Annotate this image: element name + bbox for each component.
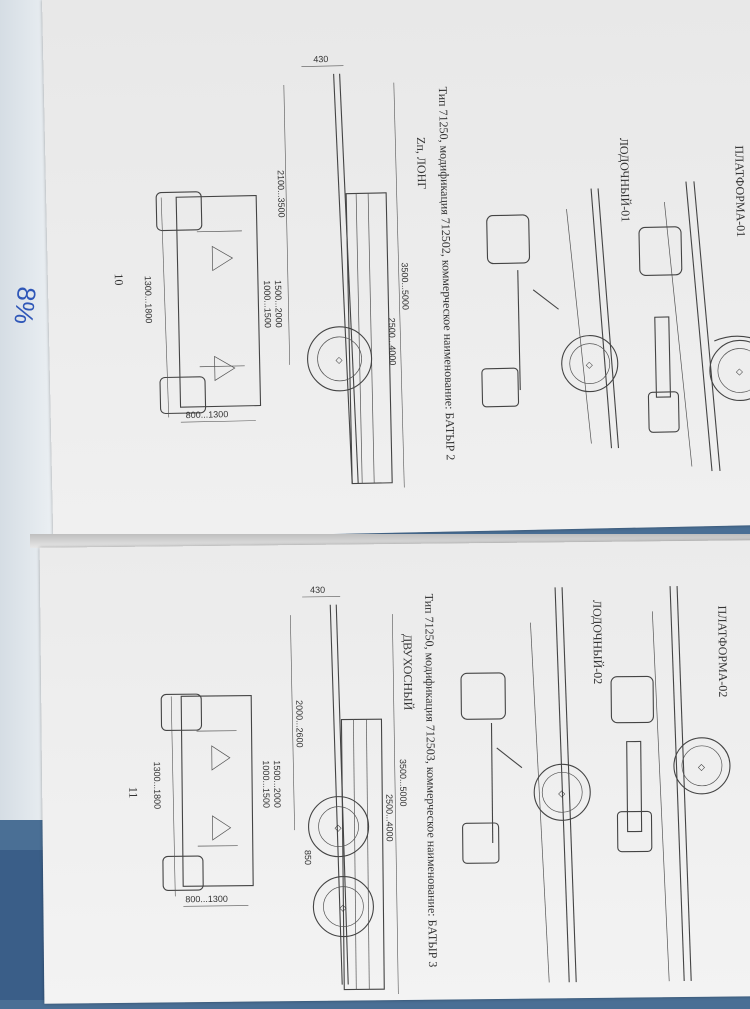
caption-type-line: Тип 71250, модификация 712503, коммерчес… <box>422 594 440 968</box>
dim-800-1300: 800...1300 <box>186 409 229 420</box>
open-booklet: ПЛАТФОРМА-01 ◇ ЛОДОЧНЫЙ-01 <box>30 0 750 1000</box>
drawing-boat-02: ◇ <box>460 587 592 983</box>
svg-text:◇: ◇ <box>339 903 346 913</box>
dim-2100-3500: 2100...3500 <box>276 170 287 218</box>
dim-1000-1500: 1000...1500 <box>262 280 273 328</box>
caption-platform-02: ПЛАТФОРМА-02 <box>715 606 730 698</box>
svg-text:◇: ◇ <box>698 762 705 772</box>
dim-1500-2000: 1500...2000 <box>273 280 284 328</box>
frame-outline <box>181 696 253 887</box>
dim-3500-5000: 3500...5000 <box>398 759 408 807</box>
drawbar-coupler <box>611 676 653 722</box>
caption-boat-02: ЛОДОЧНЫЙ-02 <box>590 600 605 685</box>
dim-800-1300: 800...1300 <box>185 894 228 904</box>
body-side <box>341 719 384 989</box>
svg-text:◇: ◇ <box>586 360 593 370</box>
page-number: 10 <box>112 273 126 285</box>
dim-1300-1800: 1300...1800 <box>143 276 154 324</box>
caption-boat-01: ЛОДОЧНЫЙ-01 <box>617 138 633 223</box>
dim-2000-2600: 2000...2600 <box>294 700 304 748</box>
frame-outline <box>176 196 260 408</box>
drawing-platform-02: ◇ <box>610 586 732 982</box>
dim-1500-2000: 1500...2000 <box>272 760 282 808</box>
dim-2500-4000: 2500...4000 <box>384 794 394 842</box>
page-11: ПЛАТФОРМА-02 ◇ ЛОДОЧНЫЙ-02 <box>40 540 750 1003</box>
dim-2500-4000: 2500...4000 <box>387 318 398 366</box>
drawing-trailer-side-view: 430 ◇ ◇ 2000...2600 3500...5000 2500...4… <box>290 584 410 995</box>
drawbar-coupler <box>639 227 682 276</box>
dim-850: 850 <box>303 850 313 865</box>
drawing-trailer-top-view: 1300...1800 1500...2000 1000...1500 800.… <box>151 693 283 906</box>
dim-1000-1500: 1000...1500 <box>261 760 271 808</box>
dim-430: 430 <box>313 54 328 64</box>
dim-3500-5000: 3500...5000 <box>400 262 411 310</box>
drawing-trailer-top-view: 1300...1800 1500...2000 1000...1500 800.… <box>141 190 286 423</box>
frame-beam <box>655 317 671 397</box>
drawbar-coupler <box>487 215 530 264</box>
svg-text:◇: ◇ <box>558 788 565 798</box>
caption-platform-01: ПЛАТФОРМА-01 <box>732 145 748 237</box>
page-11-drawings: ПЛАТФОРМА-02 ◇ ЛОДОЧНЫЙ-02 <box>40 540 750 1003</box>
page-10-drawings: ПЛАТФОРМА-01 ◇ ЛОДОЧНЫЙ-01 <box>42 0 750 540</box>
drawbar-coupler <box>461 673 505 719</box>
drawing-platform-01: ◇ <box>638 180 750 473</box>
caption-subtitle: ДВУХОСНЫЙ <box>401 634 416 711</box>
page-number: 11 <box>126 787 140 799</box>
svg-text:◇: ◇ <box>736 366 743 376</box>
dim-1300-1800: 1300...1800 <box>152 761 162 809</box>
drawing-trailer-side-view: 430 ◇ 2100...3500 3500...5000 2500...400… <box>273 52 414 490</box>
svg-text:◇: ◇ <box>335 355 342 365</box>
dim-430: 430 <box>310 585 325 595</box>
caption-type-line: Тип 71250, модификация 712502, коммерчес… <box>436 86 458 460</box>
caption-subtitle: Zп, ЛОНГ <box>414 137 429 190</box>
page-10: ПЛАТФОРМА-01 ◇ ЛОДОЧНЫЙ-01 <box>42 0 750 540</box>
svg-text:◇: ◇ <box>335 823 342 833</box>
drawing-boat-01: ◇ <box>478 188 619 451</box>
